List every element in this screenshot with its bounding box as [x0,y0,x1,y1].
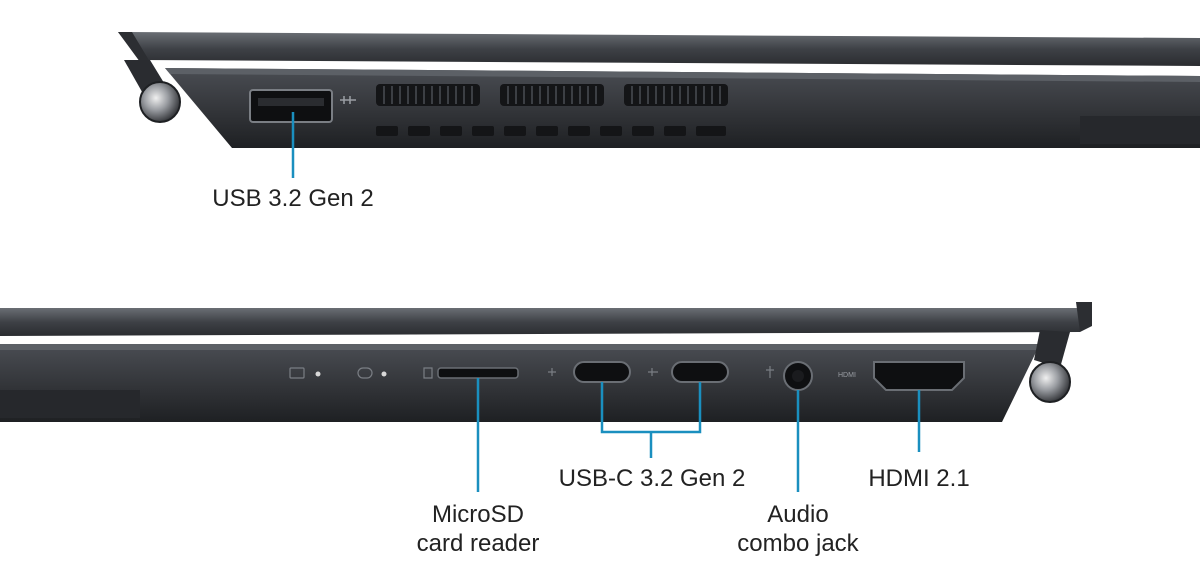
hdmi-label: HDMI 2.1 [868,465,970,492]
microsd-label: MicroSD card reader [416,501,540,557]
lid-top [118,32,1200,66]
status-led-icon [289,367,387,379]
chassis-right [0,344,1040,422]
usb-c-port-2-icon [671,361,729,383]
usb-c-callout-line [600,382,702,458]
hinge-icon [1029,361,1071,403]
usb-c-label: USB-C 3.2 Gen 2 [558,465,746,492]
vent-grille-icon [376,84,728,106]
lid-bottom [0,308,1080,336]
right-side-view: HDMI [0,302,1092,492]
microsd-slot-icon [437,367,519,379]
hdmi-port-icon [873,361,965,391]
left-side-view [118,32,1200,178]
usb-c-port-1-icon [573,361,631,383]
audio-label: Audio combo jack [737,501,859,557]
hinge-icon [139,81,181,123]
usb-a-label: USB 3.2 Gen 2 [212,185,374,212]
hdmi-logo-mark: HDMI [838,372,856,379]
